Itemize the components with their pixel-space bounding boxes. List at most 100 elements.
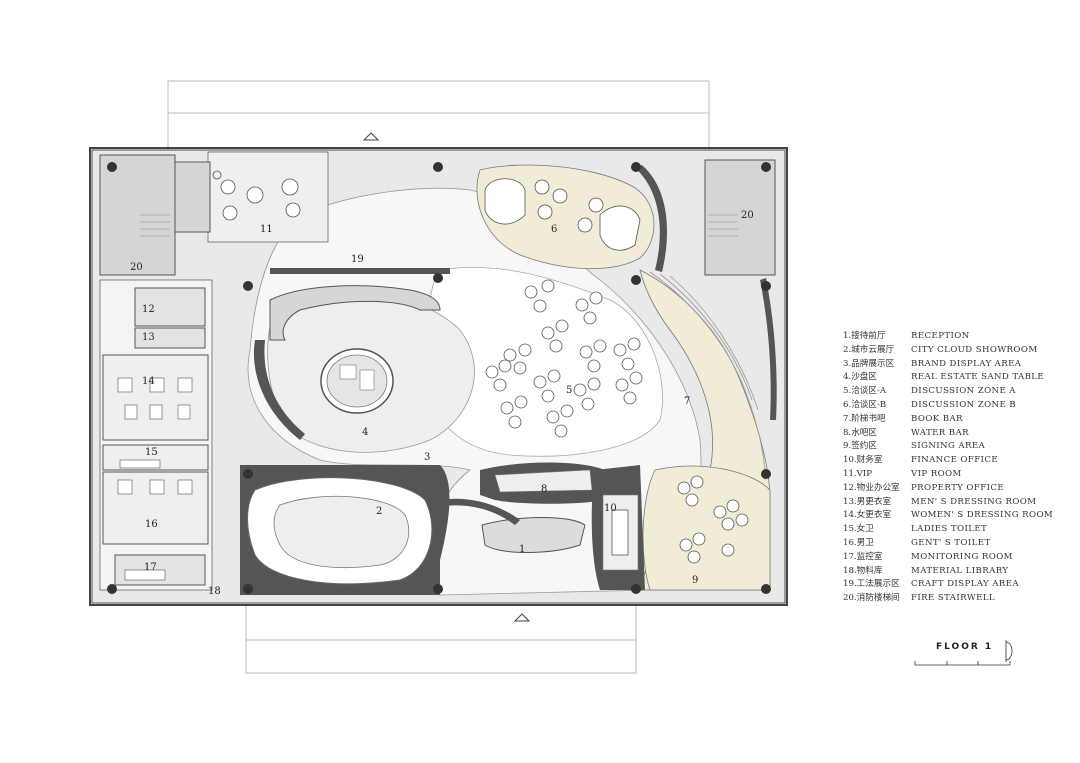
legend-item-zh: 4.沙盘区: [843, 372, 877, 383]
mens-dressing: [134, 327, 206, 349]
legend-item-en: BRAND DISPLAY AREA: [911, 358, 1022, 369]
legend-item-en: CRAFT DISPLAY AREA: [911, 579, 1019, 590]
legend-item: 10.财务室 FINANCE OFFICE: [843, 454, 1073, 468]
floor-label: FLOOR 1: [936, 642, 994, 652]
room-number-6: 6: [551, 224, 557, 235]
legend-item: 12.物业办公室 PROPERTY OFFICE: [843, 482, 1073, 496]
curved-wall-left: [253, 340, 305, 440]
legend-item-en: GENT' S TOILET: [911, 537, 991, 548]
columns: [107, 162, 771, 594]
craft-display-bar: [270, 268, 450, 274]
chairs-zone-a: [485, 279, 643, 438]
legend-item-zh: 2.城市云展厅: [843, 344, 895, 355]
legend-item-en: DISCUSSION ZONE A: [911, 386, 1016, 397]
room-number-19: 19: [351, 254, 364, 265]
legend-item: 6.洽谈区-B DISCUSSION ZONE B: [843, 399, 1073, 413]
legend-item-en: PROPERTY OFFICE: [911, 482, 1005, 493]
legend-item-zh: 7.阶梯书吧: [843, 413, 886, 424]
legend-item-en: REAL ESTATE SAND TABLE: [911, 372, 1045, 383]
legend-item-zh: 15.女卫: [843, 524, 874, 535]
craft-display-curve: [269, 285, 441, 341]
legend: 1.接待前厅 RECEPTION 2.城市云展厅 CITY CLOUD SHOWROO…: [843, 330, 1073, 606]
legend-item: 9.签约区 SIGNING AREA: [843, 440, 1073, 454]
room-number-13: 13: [142, 332, 155, 343]
legend-item: 18.物料库 MATERIAL LIBRARY: [843, 565, 1073, 579]
room-number-11: 11: [260, 224, 273, 235]
room-number-7: 7: [684, 396, 690, 407]
room-number-17: 17: [144, 562, 157, 573]
legend-item-en: SIGNING AREA: [911, 441, 986, 452]
room-number-4: 4: [362, 427, 368, 438]
legend-item-en: LADIES TOILET: [911, 524, 988, 535]
legend-item: 7.阶梯书吧 BOOK BAR: [843, 413, 1073, 427]
property-office: [134, 287, 206, 327]
legend-item-zh: 6.洽谈区-B: [843, 399, 887, 410]
legend-item: 2.城市云展厅 CITY CLOUD SHOWROOM: [843, 344, 1073, 358]
stairwell-right: [704, 159, 776, 276]
room-number-20-left: 20: [130, 262, 143, 273]
room-number-5: 5: [566, 385, 572, 396]
legend-item: 4.沙盘区 REAL ESTATE SAND TABLE: [843, 371, 1073, 385]
legend-item-zh: 9.签约区: [843, 441, 877, 452]
legend-item-zh: 3.品牌展示区: [843, 358, 895, 369]
room-number-1: 1: [519, 544, 525, 555]
entrance-arrow-bottom: [513, 613, 531, 622]
legend-item-zh: 11.VIP: [843, 468, 873, 479]
legend-item: 20.消防楼梯间 FIRE STAIRWELL: [843, 592, 1073, 606]
legend-item-en: CITY CLOUD SHOWROOM: [911, 344, 1038, 355]
legend-item-en: MONITORING ROOM: [911, 551, 1013, 562]
chairs-vip: [212, 170, 301, 221]
legend-item: 15.女卫 LADIES TOILET: [843, 523, 1073, 537]
chairs-zone-b: [484, 178, 641, 251]
room-number-20-right: 20: [741, 210, 754, 221]
legend-item-en: VIP ROOM: [911, 468, 962, 479]
legend-item: 19.工法展示区 CRAFT DISPLAY AREA: [843, 578, 1073, 592]
room-numbers: 1 2 3 4 5 6 7 8 9 10 11 12 13 14 15 16 1…: [130, 210, 754, 597]
room-number-10: 10: [604, 503, 617, 514]
womens-dressing: [102, 354, 209, 441]
legend-item: 11.VIP VIP ROOM: [843, 468, 1073, 482]
room-number-3: 3: [424, 452, 430, 463]
legend-item-en: DISCUSSION ZONE B: [911, 399, 1016, 410]
legend-item-zh: 8.水吧区: [843, 427, 877, 438]
chairs-signing: [677, 475, 749, 564]
legend-item-zh: 17.监控室: [843, 551, 883, 562]
legend-item-zh: 18.物料库: [843, 565, 883, 576]
legend-item: 17.监控室 MONITORING ROOM: [843, 551, 1073, 565]
room-number-8: 8: [541, 484, 547, 495]
room-number-15: 15: [145, 447, 158, 458]
signing-area: [642, 465, 771, 591]
room-number-2: 2: [376, 506, 382, 517]
entrance-arrow-top: [362, 132, 380, 141]
room-number-12: 12: [142, 304, 155, 315]
legend-item-en: MEN' S DRESSING ROOM: [911, 496, 1037, 507]
legend-item-en: FIRE STAIRWELL: [911, 593, 995, 604]
legend-item-en: RECEPTION: [911, 331, 970, 341]
legend-item-en: WOMEN' S DRESSING ROOM: [911, 510, 1054, 521]
room-number-9: 9: [692, 575, 698, 586]
legend-item-en: MATERIAL LIBRARY: [911, 565, 1009, 576]
legend-item-zh: 14.女更衣室: [843, 510, 892, 521]
legend-item-zh: 19.工法展示区: [843, 579, 900, 590]
legend-item: 16.男卫 GENT' S TOILET: [843, 537, 1073, 551]
legend-item-zh: 12.物业办公室: [843, 482, 900, 493]
stairwell-left: [99, 154, 176, 276]
legend-item: 14.女更衣室 WOMEN' S DRESSING ROOM: [843, 509, 1073, 523]
legend-item-zh: 13.男更衣室: [843, 496, 892, 507]
legend-item-zh: 10.财务室: [843, 455, 883, 466]
legend-item-en: FINANCE OFFICE: [911, 455, 998, 466]
room-number-16: 16: [145, 519, 158, 530]
scale-bar: [914, 640, 1013, 666]
book-bar-wall: [635, 165, 668, 272]
legend-item-zh: 16.男卫: [843, 537, 874, 548]
legend-item-en: WATER BAR: [911, 427, 969, 438]
legend-item-en: BOOK BAR: [911, 413, 963, 424]
legend-item: 8.水吧区 WATER BAR: [843, 427, 1073, 441]
room-number-14: 14: [142, 376, 155, 387]
room-number-18: 18: [208, 586, 221, 597]
legend-item-zh: 1.接待前厅: [843, 331, 886, 341]
legend-item-zh: 20.消防楼梯间: [843, 593, 900, 604]
legend-item: 3.品牌展示区 BRAND DISPLAY AREA: [843, 358, 1073, 372]
